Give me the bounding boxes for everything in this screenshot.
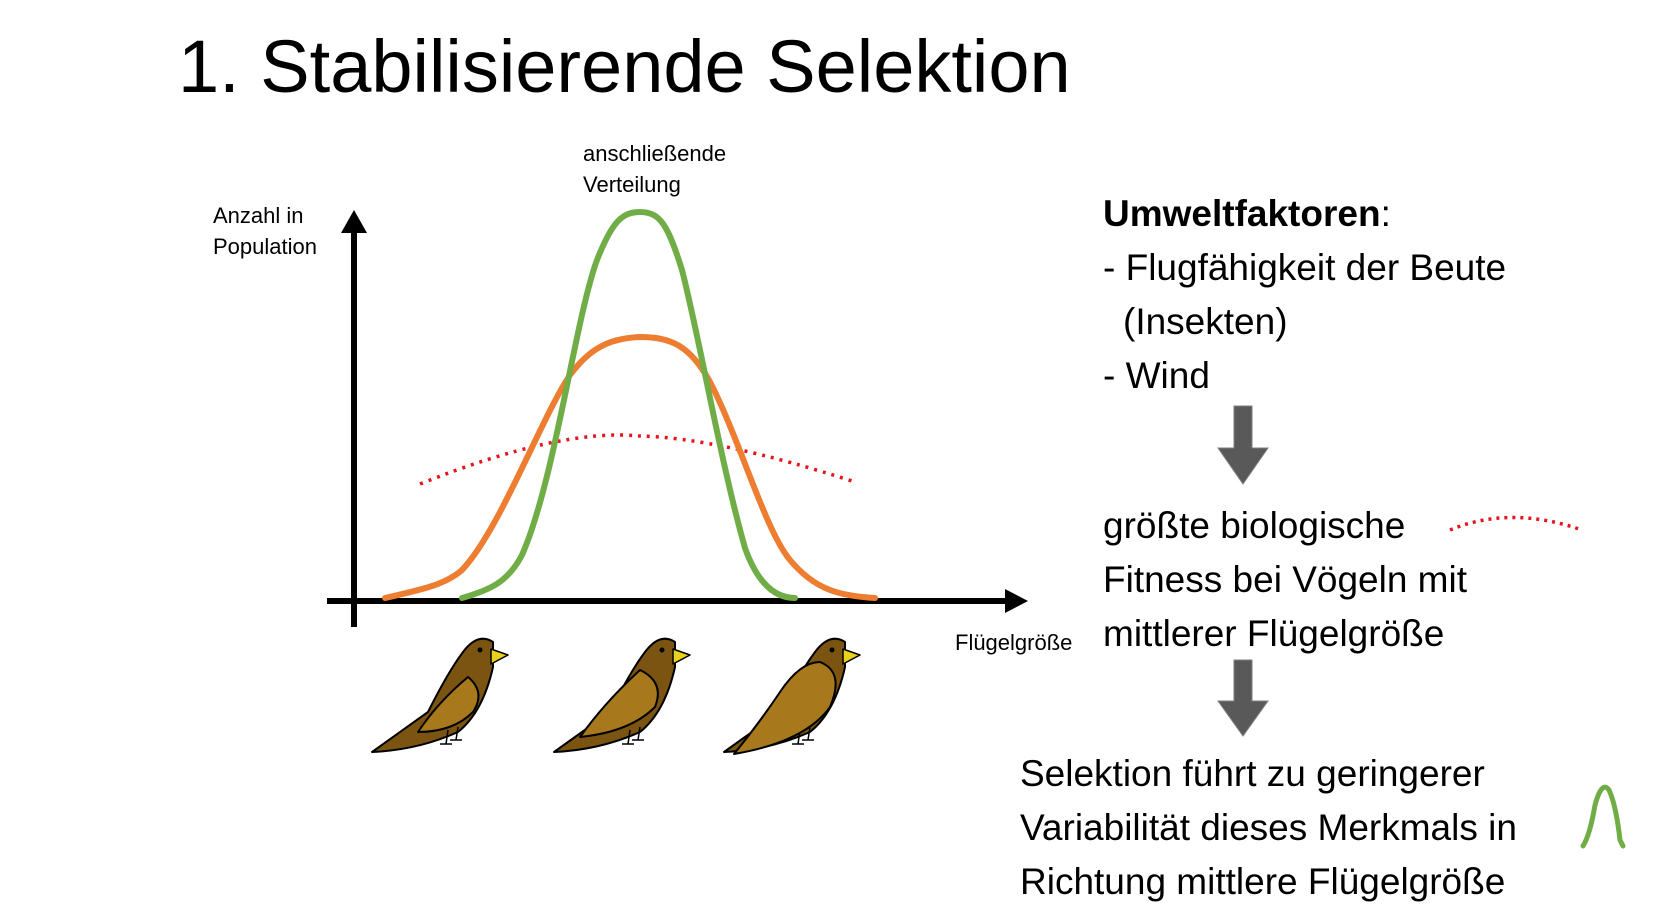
environment-factors: Umweltfaktoren: - Flugfähigkeit der Beut… <box>1103 187 1506 403</box>
final-distribution-label-line2: Verteilung <box>583 172 681 197</box>
factor-1-line1: - Flugfähigkeit der Beute <box>1103 247 1507 288</box>
y-axis-label: Anzahl in Population <box>213 200 317 262</box>
fitness-curve <box>419 433 856 486</box>
fitness-line3: mittlerer Flügelgröße <box>1103 613 1445 654</box>
fitness-line2: Fitness bei Vögeln mit <box>1103 559 1468 600</box>
fitness-line1: größte biologische <box>1103 505 1406 546</box>
narrow-distribution-symbol <box>1580 784 1626 849</box>
result-line2: Variabilität dieses Merkmals in <box>1020 807 1517 848</box>
initial-distribution-curve <box>382 333 878 601</box>
bird-large-wing-icon <box>723 637 861 755</box>
factor-2: - Wind <box>1103 355 1210 396</box>
factors-heading-row: Umweltfaktoren: <box>1103 187 1506 241</box>
factors-colon: : <box>1380 193 1391 234</box>
result-line3: Richtung mittlere Flügelgröße <box>1020 861 1506 902</box>
fitness-statement: größte biologische Fitness bei Vögeln mi… <box>1103 499 1467 661</box>
bird-small-wing-icon <box>371 637 509 753</box>
y-axis-label-line2: Population <box>213 234 317 259</box>
x-axis-arrowhead <box>1005 589 1028 613</box>
bird-medium-wing-icon <box>553 637 691 753</box>
chart-axes <box>327 210 1028 627</box>
fitness-curve-legend <box>1449 515 1583 532</box>
x-axis-label: Flügelgröße <box>955 630 1073 655</box>
final-distribution-label-line1: anschließende <box>583 141 727 166</box>
y-axis-label-line1: Anzahl in <box>213 203 304 228</box>
final-distribution-label: anschließende Verteilung <box>583 138 726 200</box>
arrow-down-icon-1 <box>1217 405 1269 485</box>
result-statement: Selektion führt zu geringerer Variabilit… <box>1020 747 1517 909</box>
page-title: 1. Stabilisierende Selektion <box>178 25 1071 108</box>
factor-1-line2: (Insekten) <box>1123 301 1288 342</box>
arrow-down-icon-2 <box>1217 659 1269 737</box>
y-axis-arrowhead <box>341 210 367 233</box>
result-line1: Selektion führt zu geringerer <box>1020 753 1485 794</box>
factors-heading: Umweltfaktoren <box>1103 193 1381 234</box>
final-distribution-curve <box>459 208 798 601</box>
